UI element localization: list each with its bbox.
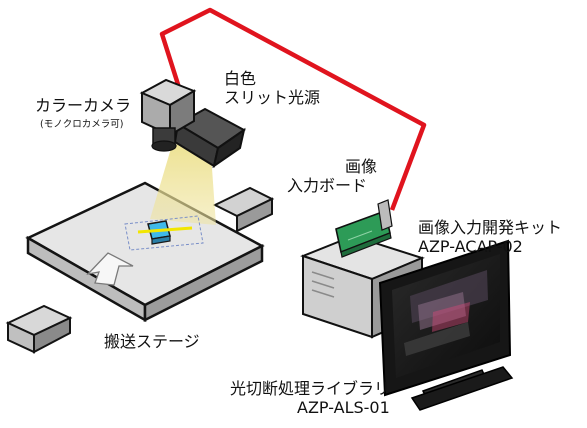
laser-line bbox=[137, 226, 193, 234]
camera-icon bbox=[139, 78, 197, 152]
conveyor-stage-icon bbox=[5, 186, 275, 354]
arrow-up-icon bbox=[86, 252, 134, 286]
library-label-line1: 光切断処理ライブラリ bbox=[230, 379, 391, 398]
stage-label: 搬送ステージ bbox=[104, 332, 200, 351]
library-label-line2: AZP-ALS-01 bbox=[297, 398, 390, 417]
camera-label: カラーカメラ bbox=[35, 96, 132, 115]
light-label-line2: スリット光源 bbox=[224, 88, 321, 107]
board-label-line1: 画像 bbox=[345, 157, 378, 176]
monitor-icon bbox=[378, 239, 514, 411]
slit-light-beam bbox=[150, 140, 216, 225]
light-label-line1: 白色 bbox=[224, 69, 257, 88]
board-label-line2: 入力ボード bbox=[287, 176, 368, 195]
projection-area bbox=[124, 215, 204, 251]
camera-cable bbox=[159, 7, 427, 211]
capture-board-icon bbox=[335, 199, 393, 258]
camera-note-label: (モノクロカメラ可) bbox=[40, 119, 124, 130]
kit-label-line2: AZP-ACAP-02 bbox=[418, 237, 523, 256]
kit-label-line1: 画像入力開発キット bbox=[418, 218, 563, 237]
